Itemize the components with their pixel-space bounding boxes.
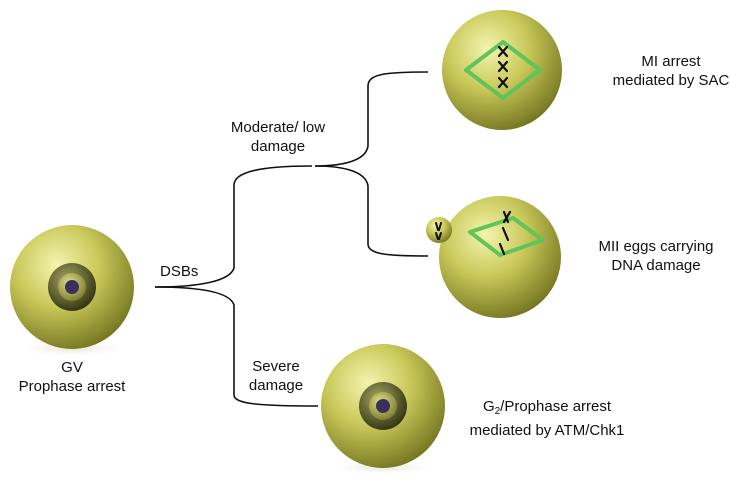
dsbs-label: DSBs [160, 263, 199, 280]
g2-oocyte [321, 344, 445, 476]
mi-spindle [464, 40, 542, 100]
mii-chromosomes [498, 210, 512, 256]
mi-oocyte [442, 10, 562, 130]
mii-eggs-line2: DNA damage [611, 257, 701, 274]
moderate-to-mii-line [314, 165, 429, 257]
moderate-to-mi-line [314, 71, 429, 167]
moderate-damage-line2: damage [250, 138, 306, 155]
mii-spindle [468, 216, 545, 257]
g2-arrest-line1: G2/Prophase arrest [462, 397, 632, 421]
gv-oocyte [10, 225, 134, 358]
gv-label-line1: GV [61, 359, 83, 376]
g2-suffix: /Prophase arrest [500, 398, 612, 415]
mii-eggs-line1: MII eggs carrying [598, 238, 714, 255]
gv-label: GV Prophase arrest [19, 358, 126, 396]
mii-egg-cell [439, 196, 561, 318]
gv-nucleolus [65, 280, 79, 294]
connector-lines [154, 71, 429, 407]
mi-arrest-line1: MI arrest [641, 53, 701, 70]
severe-damage-line2: damage [248, 377, 304, 394]
moderate-damage-line1: Moderate/ low [230, 119, 326, 136]
mi-chromosomes [497, 45, 509, 89]
severe-damage-label: Severe damage [246, 357, 306, 395]
mii-egg [426, 196, 561, 318]
g2-subscript: 2 [494, 406, 501, 417]
moderate-damage-label: Moderate/ low damage [222, 118, 334, 156]
mi-oocyte-cell [442, 10, 562, 130]
g2-prefix: G [482, 398, 495, 415]
mii-eggs-label: MII eggs carrying DNA damage [588, 237, 724, 275]
polar-body-chromosomes [435, 222, 442, 240]
gv-label-line2: Prophase arrest [18, 378, 126, 395]
gv-to-branch-line [154, 165, 313, 288]
g2-nucleolus [376, 399, 390, 413]
mi-arrest-label: MI arrest mediated by SAC [612, 52, 730, 90]
severe-damage-line1: Severe [252, 358, 300, 375]
gv-to-severe-line [154, 286, 319, 407]
mi-arrest-line2: mediated by SAC [612, 72, 730, 89]
g2-arrest-label: G2/Prophase arrest mediated by ATM/Chk1 [462, 397, 632, 440]
g2-arrest-line2: mediated by ATM/Chk1 [469, 422, 625, 439]
